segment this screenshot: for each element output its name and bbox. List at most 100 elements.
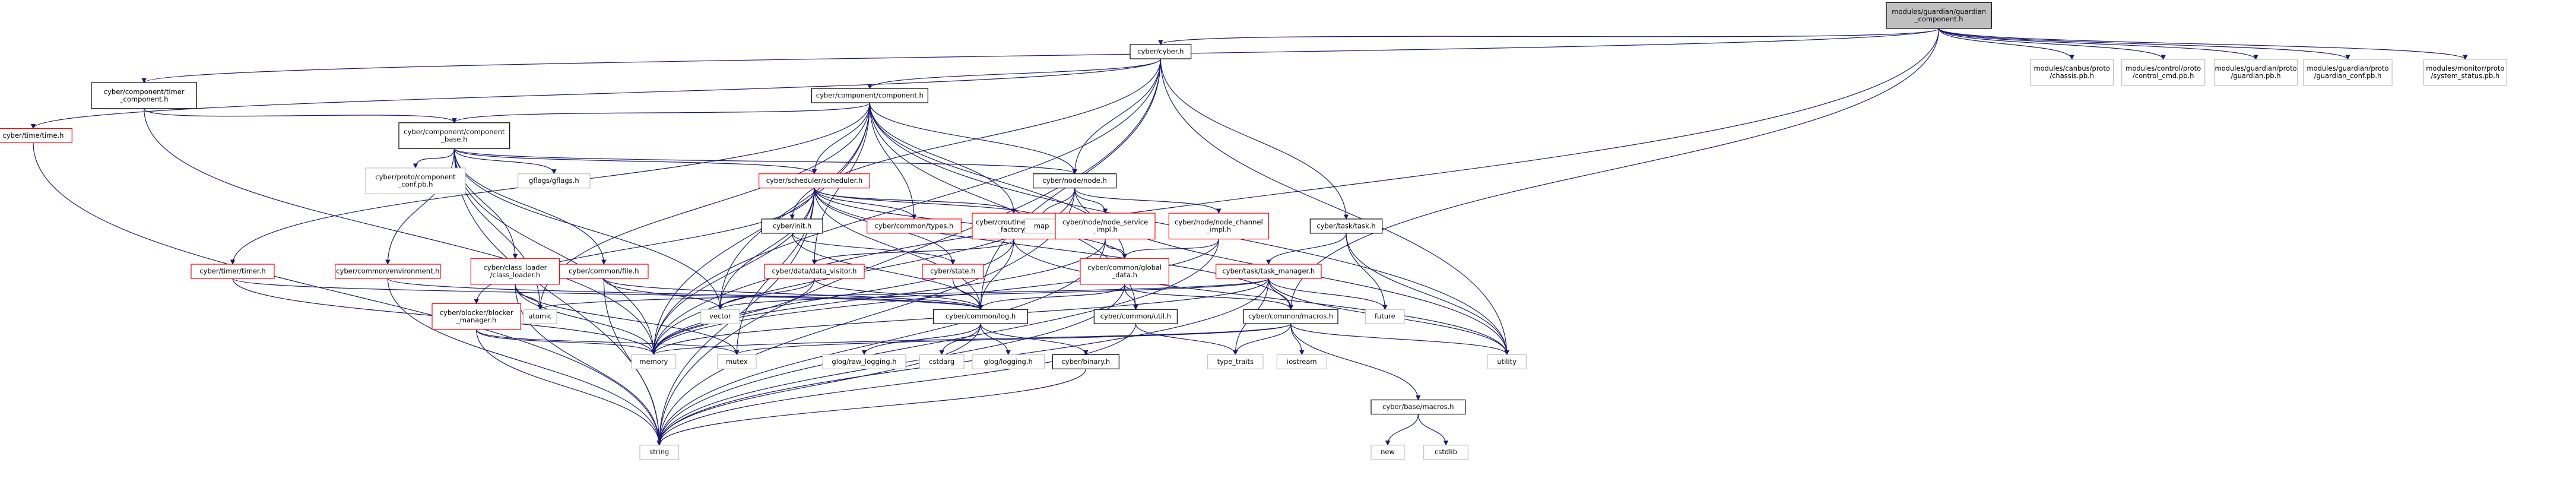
node-component-base[interactable]: cyber/component/component_base.h bbox=[398, 122, 510, 149]
edge-log_h-to-glog_logging bbox=[980, 324, 1011, 356]
node-label: cyber/component/timer bbox=[104, 87, 185, 96]
node-guardian-pb: modules/guardian/proto/guardian.pb.h bbox=[2213, 59, 2298, 86]
edge-task_manager-to-macros_common bbox=[1268, 278, 1293, 311]
node-box bbox=[470, 258, 560, 285]
node-node-channel-impl[interactable]: cyber/node/node_channel_impl.h bbox=[1168, 213, 1269, 240]
edge-timer_component-to-component_base bbox=[144, 108, 457, 123]
node-timer-h[interactable]: cyber/timer/timer.h bbox=[191, 264, 275, 279]
edge-root-to-macros_common bbox=[1288, 28, 1940, 311]
node-box bbox=[1052, 354, 1119, 369]
node-timer-component[interactable]: cyber/component/timer_component.h bbox=[91, 82, 197, 109]
edge-cyber_h-to-component_h bbox=[867, 58, 1161, 89]
node-time-h[interactable]: cyber/time/time.h bbox=[0, 128, 72, 144]
edge-task_h-to-task_manager bbox=[1266, 233, 1347, 265]
node-box bbox=[559, 264, 649, 279]
node-label: cyber/task/task.h bbox=[1316, 221, 1375, 230]
node-box bbox=[700, 309, 740, 324]
node-environment[interactable]: cyber/common/environment.h bbox=[335, 264, 441, 279]
node-node-service-impl[interactable]: cyber/node/node_service_impl.h bbox=[1055, 213, 1156, 240]
node-blocker-manager[interactable]: cyber/blocker/blocker_manager.h bbox=[432, 303, 521, 330]
edge-file_h-to-vector bbox=[603, 278, 723, 311]
edge-state_h-to-log_h bbox=[952, 278, 984, 311]
node-box bbox=[1371, 445, 1405, 460]
node-task-manager[interactable]: cyber/task/task_manager.h bbox=[1216, 264, 1322, 279]
node-label: atomic bbox=[528, 312, 551, 321]
node-log-h[interactable]: cyber/common/log.h bbox=[933, 309, 1028, 324]
edge-component_base-to-environment bbox=[385, 148, 455, 265]
node-box bbox=[1276, 354, 1327, 369]
node-box bbox=[1033, 173, 1117, 189]
node-box bbox=[1487, 354, 1527, 369]
node-box bbox=[811, 88, 928, 103]
edge-component_h-to-component_base bbox=[452, 102, 870, 123]
node-label: cyber/task/task_manager.h bbox=[1222, 267, 1315, 275]
node-box bbox=[639, 445, 679, 460]
edge-task_manager-to-vector bbox=[718, 278, 1269, 311]
node-label: cyber/common/types.h bbox=[875, 221, 954, 230]
edge-class_loader-to-atomic bbox=[515, 284, 543, 311]
node-component-h[interactable]: cyber/component/component.h bbox=[811, 88, 928, 103]
node-box bbox=[1055, 213, 1156, 240]
node-global-data[interactable]: cyber/common/global_data.h bbox=[1080, 258, 1169, 285]
node-class-loader[interactable]: cyber/class_loader/class_loader.h bbox=[470, 258, 560, 285]
edge-log_h-to-binary_h bbox=[980, 324, 1089, 356]
edge-blocker_manager-to-mutex bbox=[476, 329, 740, 356]
node-label: cyber/state.h bbox=[930, 267, 975, 275]
node-base-macros[interactable]: cyber/base/macros.h bbox=[1371, 399, 1466, 415]
edge-log_h-to-raw_logging bbox=[861, 324, 981, 356]
node-cstdlib: cstdlib bbox=[1423, 445, 1468, 460]
node-data-visitor[interactable]: cyber/data/data_visitor.h bbox=[764, 264, 865, 279]
node-box bbox=[1309, 218, 1383, 234]
edge-blocker_manager-to-memory bbox=[476, 329, 656, 356]
node-future: future bbox=[1365, 309, 1405, 324]
node-label: /guardian.pb.h bbox=[2231, 72, 2280, 80]
node-label: cyber/component/component.h bbox=[816, 91, 924, 100]
node-box bbox=[0, 128, 72, 144]
node-file-h[interactable]: cyber/common/file.h bbox=[559, 264, 649, 279]
node-box bbox=[1216, 264, 1322, 279]
node-memory: memory bbox=[631, 354, 677, 369]
node-label: _manager.h bbox=[456, 316, 496, 324]
edge-root-to-timer_component bbox=[141, 28, 1940, 84]
edge-node_service_impl-to-string bbox=[656, 239, 1106, 446]
node-label: cyber/time/time.h bbox=[3, 131, 64, 140]
node-scheduler[interactable]: cyber/scheduler/scheduler.h bbox=[759, 173, 870, 189]
node-raw-logging: glog/raw_logging.h bbox=[822, 354, 906, 369]
node-node-h[interactable]: cyber/node/node.h bbox=[1033, 173, 1117, 189]
node-state-h[interactable]: cyber/state.h bbox=[922, 264, 984, 279]
node-box bbox=[523, 309, 557, 324]
edge-class_loader-to-string bbox=[515, 284, 662, 446]
node-label: gflags/gflags.h bbox=[529, 176, 579, 185]
node-label: _factory.h bbox=[997, 226, 1030, 234]
edge-global_data-to-macros_common bbox=[1124, 284, 1293, 311]
node-label: _component.h bbox=[119, 95, 169, 103]
edge-routine_factory-to-utility bbox=[1013, 239, 1509, 356]
edge-routine_factory-to-log_h bbox=[978, 239, 1014, 311]
node-vector: vector bbox=[700, 309, 740, 324]
node-task-h[interactable]: cyber/task/task.h bbox=[1309, 218, 1383, 234]
node-label: cyber/common/log.h bbox=[946, 312, 1016, 321]
node-label: glog/logging.h bbox=[984, 357, 1033, 366]
node-label: _conf.pb.h bbox=[398, 180, 433, 188]
edge-root-to-control_cmd bbox=[1939, 28, 2166, 60]
node-root[interactable]: modules/guardian/guardian_component.h bbox=[1886, 2, 1992, 29]
node-macros-common[interactable]: cyber/common/macros.h bbox=[1243, 309, 1338, 324]
node-types-h[interactable]: cyber/common/types.h bbox=[867, 218, 962, 234]
node-init-h[interactable]: cyber/init.h bbox=[761, 218, 823, 234]
node-binary-h[interactable]: cyber/binary.h bbox=[1052, 354, 1119, 369]
edge-component_h-to-vector bbox=[718, 103, 870, 311]
node-label: future bbox=[1375, 312, 1395, 321]
edge-file_h-to-log_h bbox=[603, 278, 984, 311]
edge-task_h-to-future bbox=[1346, 233, 1388, 311]
edge-cyber_h-to-utility bbox=[1160, 59, 1509, 356]
edge-time_h-to-string bbox=[33, 142, 662, 446]
node-util-h[interactable]: cyber/common/util.h bbox=[1093, 309, 1178, 324]
edge-data_visitor-to-log_h bbox=[814, 278, 984, 311]
node-box bbox=[432, 303, 521, 330]
edge-scheduler-to-vector bbox=[718, 188, 815, 311]
node-box bbox=[1130, 44, 1192, 59]
node-cyber-h[interactable]: cyber/cyber.h bbox=[1130, 44, 1192, 59]
node-label: cyber/init.h bbox=[773, 221, 811, 230]
node-box bbox=[631, 354, 677, 369]
